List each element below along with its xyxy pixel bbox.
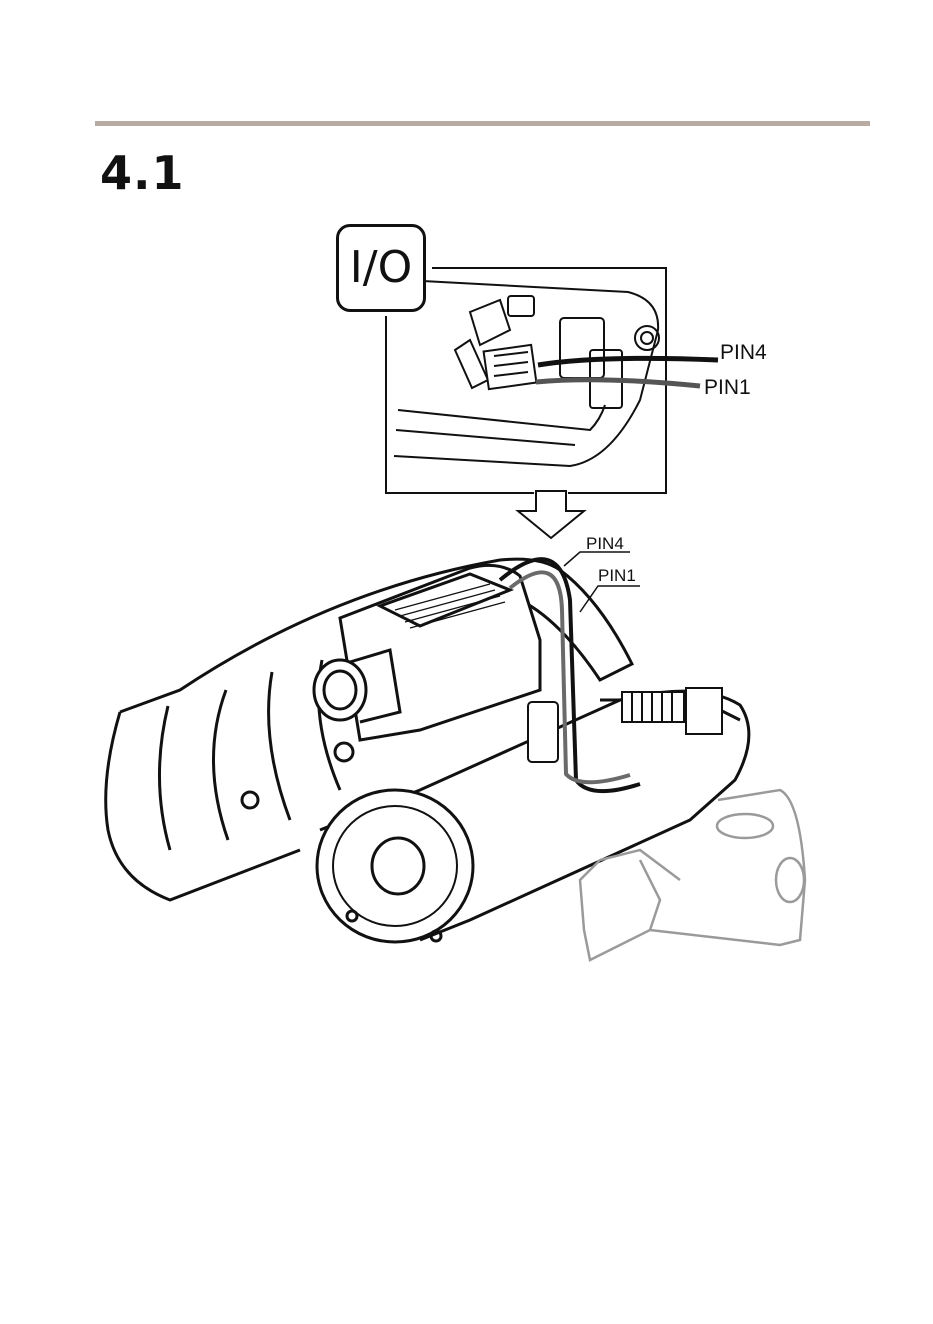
- camera-body: [314, 565, 540, 740]
- detail-cable-pin1: [536, 380, 700, 386]
- connector-block-icon: [484, 345, 537, 389]
- main-callout-pin1: PIN1: [598, 567, 636, 584]
- down-arrow-icon: [518, 491, 584, 538]
- io-badge: I/O: [336, 224, 426, 312]
- detail-cable-pin4: [538, 358, 718, 365]
- main-callout-pin4: PIN4: [586, 535, 624, 552]
- front-window: [317, 790, 473, 942]
- detail-callout-pin4: PIN4: [720, 342, 767, 363]
- detail-callout-pin1: PIN1: [704, 377, 751, 398]
- io-badge-label: I/O: [350, 246, 412, 290]
